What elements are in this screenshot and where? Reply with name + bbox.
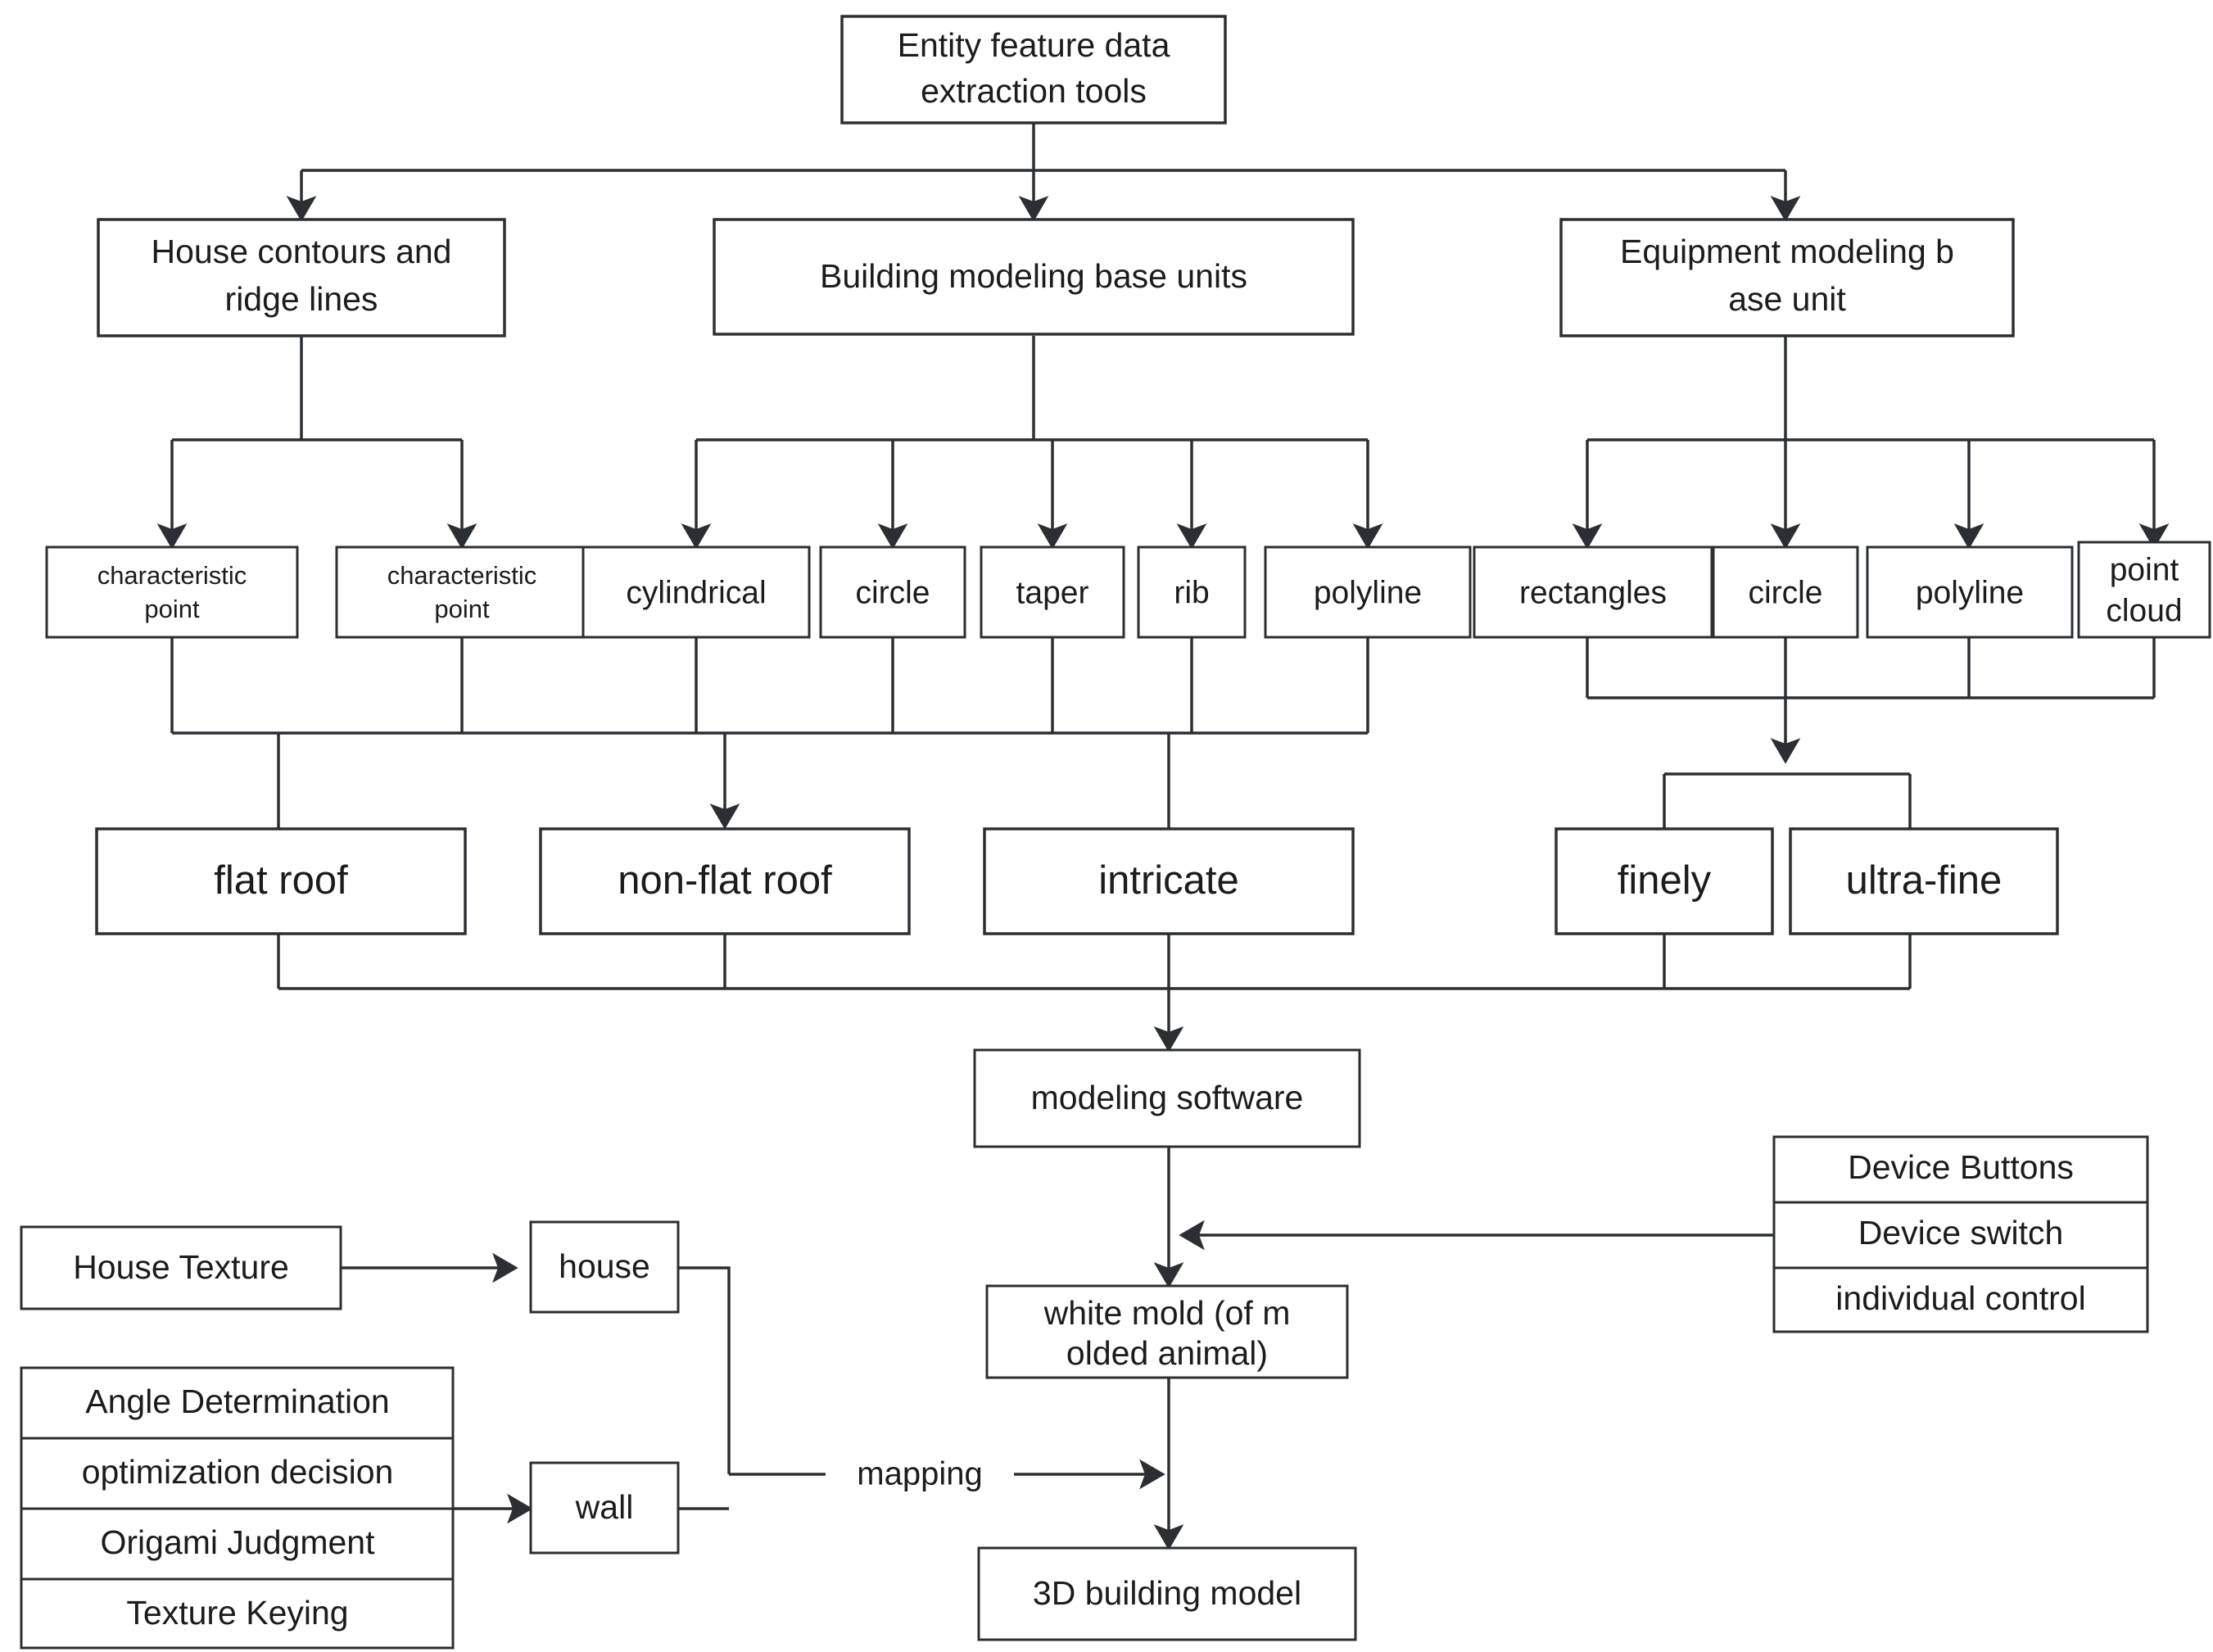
node-label-angle-determination: Angle Determination xyxy=(85,1383,389,1420)
node-label-characteristic-point-2-line2: point xyxy=(434,595,490,623)
node-label-ultra-fine: ultra-fine xyxy=(1846,858,2003,903)
node-building-modeling-base-units[interactable]: Building modeling base units xyxy=(713,218,1355,336)
node-label-white-mold-line2: olded animal) xyxy=(1066,1334,1268,1372)
node-rib[interactable]: rib xyxy=(1137,545,1247,639)
node-label-characteristic-point-2-line1: characteristic xyxy=(387,561,537,590)
node-label-modeling-software: modeling software xyxy=(1031,1079,1304,1116)
node-modeling-software[interactable]: modeling software xyxy=(973,1048,1361,1148)
node-label-house-contours-line1: House contours and xyxy=(152,233,452,270)
node-label-origami-judgment: Origami Judgment xyxy=(101,1523,376,1561)
node-non-flat-roof[interactable]: non-flat roof xyxy=(539,827,911,935)
node-characteristic-point-2[interactable]: characteristic point xyxy=(335,545,589,639)
node-flat-roof[interactable]: flat roof xyxy=(95,827,467,935)
node-equipment-modeling-base-unit[interactable]: Equipment modeling b ase unit xyxy=(1559,218,2015,337)
node-label-root-line2: extraction tools xyxy=(921,72,1147,110)
node-decision-stack[interactable]: Angle Determination optimization decisio… xyxy=(20,1366,455,1650)
node-label-circle-equipment: circle xyxy=(1748,575,1822,610)
node-label-flat-roof: flat roof xyxy=(214,858,348,903)
node-label-characteristic-point-1-line2: point xyxy=(144,595,200,623)
node-label-taper: taper xyxy=(1016,575,1089,610)
node-label-cylindrical: cylindrical xyxy=(626,575,766,610)
node-ultra-fine[interactable]: ultra-fine xyxy=(1789,827,2059,935)
node-polyline-equipment[interactable]: polyline xyxy=(1866,545,2074,639)
node-label-point-cloud-line1: point xyxy=(2110,552,2179,587)
node-rectangles[interactable]: rectangles xyxy=(1473,545,1713,639)
node-entity-feature-data-extraction-tools[interactable]: Entity feature data extraction tools xyxy=(840,15,1227,124)
node-intricate[interactable]: intricate xyxy=(983,827,1355,935)
node-house[interactable]: house xyxy=(529,1220,680,1314)
node-label-white-mold-line1: white mold (of m xyxy=(1043,1294,1291,1332)
edge-root-to-bus xyxy=(301,123,1785,172)
node-label-equipment-unit-line1: Equipment modeling b xyxy=(1620,233,1954,270)
node-label-device-switch: Device switch xyxy=(1858,1214,2064,1251)
node-taper[interactable]: taper xyxy=(980,545,1125,639)
node-polyline-building[interactable]: polyline xyxy=(1264,545,1472,639)
edge-label-mapping: mapping xyxy=(857,1456,982,1492)
node-label-circle-building: circle xyxy=(855,575,930,610)
node-label-equipment-unit-line2: ase unit xyxy=(1728,280,1846,318)
node-label-optimization-decision: optimization decision xyxy=(82,1453,394,1491)
edge-house-right-down xyxy=(678,1266,731,1474)
node-label-characteristic-point-1-line1: characteristic xyxy=(97,561,247,590)
node-label-3d-building-model: 3D building model xyxy=(1033,1574,1301,1612)
node-label-polyline-building: polyline xyxy=(1314,575,1422,610)
node-label-polyline-equipment: polyline xyxy=(1916,575,2024,610)
node-label-non-flat-roof: non-flat roof xyxy=(618,858,832,903)
node-label-rectangles: rectangles xyxy=(1519,575,1667,610)
node-label-root-line1: Entity feature data xyxy=(898,26,1170,64)
node-finely[interactable]: finely xyxy=(1555,827,1774,935)
node-label-house: house xyxy=(559,1247,650,1285)
node-label-intricate: intricate xyxy=(1098,858,1239,903)
node-circle-building[interactable]: circle xyxy=(819,545,966,639)
node-label-house-texture: House Texture xyxy=(73,1248,289,1286)
edge-label-mapping-group: mapping xyxy=(826,1451,1014,1499)
node-label-finely: finely xyxy=(1618,858,1712,903)
node-label-building-base-units: Building modeling base units xyxy=(820,257,1247,295)
node-house-contours-and-ridge-lines[interactable]: House contours and ridge lines xyxy=(97,218,506,337)
node-point-cloud[interactable]: point cloud xyxy=(2077,541,2211,639)
node-label-individual-control: individual control xyxy=(1835,1279,2085,1317)
node-wall[interactable]: wall xyxy=(529,1461,680,1555)
node-characteristic-point-1[interactable]: characteristic point xyxy=(45,545,299,639)
node-cylindrical[interactable]: cylindrical xyxy=(582,545,811,639)
node-label-wall: wall xyxy=(575,1488,634,1526)
node-white-mold[interactable]: white mold (of m olded animal) xyxy=(985,1284,1349,1379)
node-3d-building-model[interactable]: 3D building model xyxy=(977,1546,1357,1641)
node-circle-equipment[interactable]: circle xyxy=(1712,545,1859,639)
edge-layer xyxy=(156,123,2170,1550)
node-label-texture-keying: Texture Keying xyxy=(126,1594,348,1632)
node-house-texture[interactable]: House Texture xyxy=(20,1225,342,1310)
node-label-point-cloud-line2: cloud xyxy=(2106,593,2182,628)
node-device-stack[interactable]: Device Buttons Device switch individual … xyxy=(1772,1135,2149,1333)
node-label-rib: rib xyxy=(1174,575,1209,610)
node-label-house-contours-line2: ridge lines xyxy=(225,280,378,318)
node-label-device-buttons: Device Buttons xyxy=(1848,1148,2074,1186)
